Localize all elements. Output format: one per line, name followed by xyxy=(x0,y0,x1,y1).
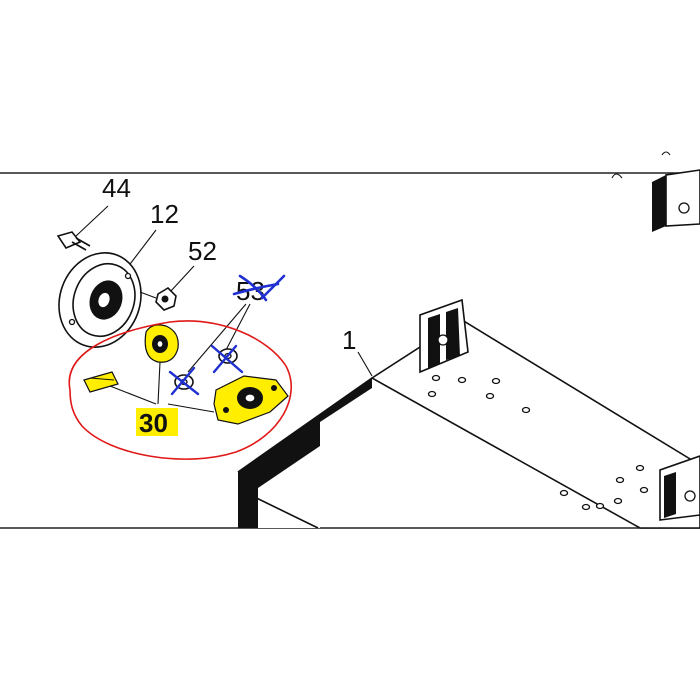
highlight-label-30 xyxy=(136,408,178,436)
label-part-52: 52 xyxy=(188,236,217,266)
leader-part-44 xyxy=(75,205,109,237)
leader-part-53-b xyxy=(225,303,251,351)
highlight-pin xyxy=(83,371,119,393)
leader-part-53-a xyxy=(187,303,247,373)
nut-icon xyxy=(139,286,177,311)
label-part-30: 30 xyxy=(139,408,168,438)
bearing-kit-icon xyxy=(83,324,289,425)
strike-washer-marks xyxy=(168,344,244,396)
label-part-44: 44 xyxy=(102,173,131,203)
red-circle-annotation xyxy=(68,320,292,460)
leader-part-52 xyxy=(169,265,195,293)
bolt-icon xyxy=(56,231,91,251)
label-part-1: 1 xyxy=(342,325,356,355)
pulley-icon xyxy=(58,252,142,348)
leader-part-1 xyxy=(357,351,373,377)
label-part-12: 12 xyxy=(150,199,179,229)
strike-53-mark xyxy=(232,274,286,302)
deck-icon xyxy=(237,151,700,529)
